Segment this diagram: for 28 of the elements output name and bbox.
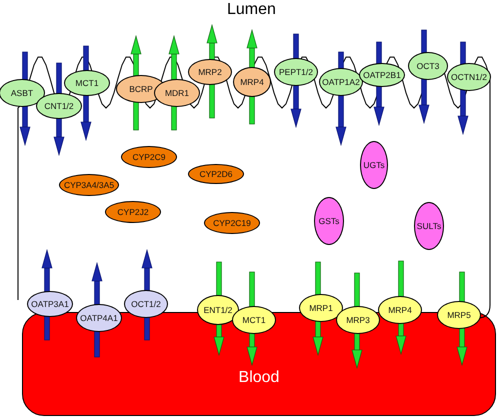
transporter-ellipse: OCT1/2 <box>124 290 168 318</box>
transporter-ellipse: MRP4 <box>233 67 271 97</box>
transporter-ellipse: OCT3 <box>408 52 448 80</box>
transporter-ellipse: OCTN1/2 <box>447 63 491 91</box>
region-label: Lumen <box>227 1 276 19</box>
transporter-ellipse: MRP4 <box>378 296 422 324</box>
transporter-ellipse: MRP1 <box>299 294 343 322</box>
enzyme-ellipse: CYP2C9 <box>121 146 177 168</box>
enzyme-ellipse: CYP3A4/3A5 <box>59 174 119 196</box>
enzyme-ellipse: CYP2D6 <box>188 164 244 184</box>
transporter-ellipse: OATP1A2 <box>319 68 363 96</box>
enzyme-ellipse: UGTs <box>360 141 388 189</box>
transporter-ellipse: ENT1/2 <box>197 295 239 325</box>
transporter-ellipse: PEPT1/2 <box>274 58 318 86</box>
enzyme-ellipse: CYP2C19 <box>204 212 260 234</box>
transporter-ellipse: CNT1/2 <box>36 93 82 119</box>
transporter-ellipse: ASBT <box>0 79 45 107</box>
region-label: Blood <box>238 369 280 386</box>
transporter-ellipse: OATP2B1 <box>359 63 405 87</box>
transporter-ellipse: MDR1 <box>154 79 200 107</box>
transporter-ellipse: MRP2 <box>188 59 232 85</box>
enzyme-ellipse: CYP2J2 <box>105 201 161 223</box>
enzyme-ellipse: GSTs <box>314 197 344 245</box>
enzyme-ellipse: SULTs <box>414 202 444 250</box>
transporter-ellipse: OATP4A1 <box>76 304 122 332</box>
transporter-ellipse: MRP5 <box>437 301 481 329</box>
transporter-ellipse: OATP3A1 <box>27 291 73 317</box>
transporter-ellipse: MCT1 <box>64 70 110 96</box>
